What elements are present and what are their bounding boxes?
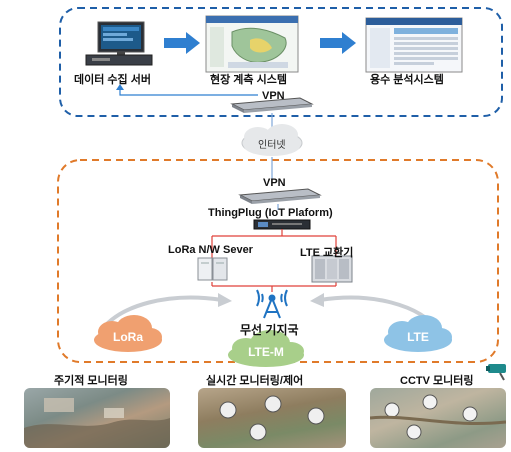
thingplug-server-icon	[253, 219, 311, 230]
flow-arrow-2	[320, 32, 356, 54]
vpn-to-server-line	[119, 88, 258, 96]
analysis-system-label: 용수 분석시스템	[370, 74, 444, 86]
lte-exchange-icon	[311, 255, 353, 283]
field-system-label: 현장 계측 시스템	[210, 74, 287, 86]
realtime-monitoring-label: 실시간 모니터링/제어	[206, 375, 304, 387]
lte-cloud-label: LTE	[407, 330, 429, 344]
field-system-screen	[205, 15, 299, 73]
lora-cloud	[94, 315, 162, 352]
data-server-label: 데이터 수집 서버	[74, 74, 151, 86]
server-network-lines	[211, 229, 337, 292]
internet-cloud	[241, 124, 303, 156]
base-station-antenna-icon	[256, 289, 288, 319]
lora-cloud-label: LoRa	[113, 330, 143, 344]
data-server-icon	[85, 21, 153, 66]
periodic-monitoring-label: 주기적 모니터링	[54, 375, 128, 387]
lora-server-icon	[197, 257, 228, 281]
lte-exchange-label: LTE 교환기	[300, 247, 354, 259]
cctv-camera-icon	[486, 364, 506, 381]
internet-label: 인터넷	[258, 140, 286, 151]
thingplug-label: ThingPlug (IoT Plaform)	[208, 207, 333, 219]
cctv-monitoring-label: CCTV 모니터링	[400, 375, 474, 387]
analysis-system-screen	[365, 17, 463, 73]
ltem-cloud	[228, 330, 304, 367]
periodic-monitoring-photo	[24, 388, 170, 448]
bottom-vpn-label: VPN	[263, 177, 286, 189]
flow-arrow-1	[164, 32, 200, 54]
top-vpn-label: VPN	[262, 90, 285, 102]
lora-server-label: LoRa N/W Sever	[168, 244, 253, 256]
top-vpn-router-icon	[230, 97, 314, 113]
bottom-vpn-router-icon	[238, 188, 322, 204]
realtime-monitoring-photo	[198, 388, 346, 448]
ltem-cloud-label: LTE-M	[248, 345, 284, 359]
server-zone-border	[59, 7, 503, 117]
lte-cloud	[384, 315, 452, 352]
cctv-monitoring-photo	[370, 388, 506, 448]
base-station-label: 무선 기지국	[240, 323, 299, 337]
